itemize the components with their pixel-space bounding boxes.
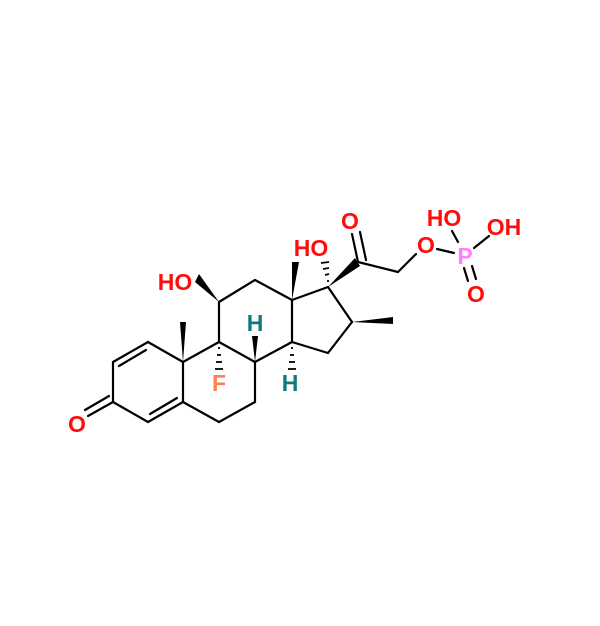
bond — [290, 340, 330, 355]
bond — [253, 340, 294, 364]
hash-bond — [320, 261, 330, 282]
stereo-bonds — [180, 258, 393, 370]
bonds — [83, 229, 491, 424]
bond — [217, 340, 257, 364]
phosphorus-label: P — [457, 243, 472, 269]
bond — [148, 396, 179, 416]
bond — [217, 400, 257, 424]
bond — [350, 232, 360, 264]
wedge-bond — [292, 262, 299, 300]
wedge-bond — [195, 274, 219, 302]
hydrogen-label: H — [247, 310, 264, 336]
bond — [396, 252, 418, 274]
bond — [253, 278, 294, 302]
bond — [86, 400, 115, 418]
bond — [470, 264, 478, 281]
bond — [435, 247, 456, 255]
bond — [181, 340, 221, 364]
hydroxyl-label: HO — [427, 205, 462, 231]
oxygen-label: O — [68, 411, 86, 437]
bond — [462, 266, 470, 283]
bond — [111, 400, 150, 424]
bond — [450, 229, 460, 244]
atom-labels: O HO F H H HO O O P HO OH O — [68, 205, 521, 437]
bond — [117, 348, 148, 368]
wedge-bond — [352, 317, 393, 324]
wedge-bond — [180, 322, 186, 362]
bond — [326, 285, 354, 324]
bond — [146, 400, 185, 424]
bond — [83, 394, 111, 412]
hash-bond — [215, 347, 223, 370]
hydroxyl-label: OH — [487, 214, 522, 240]
hash-bond — [288, 347, 296, 370]
bond — [181, 400, 221, 424]
hydroxyl-label: HO — [294, 235, 329, 261]
bond — [111, 340, 150, 364]
bond — [358, 230, 368, 262]
oxygen-label: O — [467, 281, 485, 307]
bond — [472, 234, 491, 250]
oxygen-label: O — [341, 208, 359, 234]
bond — [326, 320, 354, 355]
hydrogen-label: H — [282, 370, 299, 396]
bond — [290, 285, 330, 302]
wedge-bond — [252, 336, 258, 362]
hydroxyl-label: HO — [158, 269, 193, 295]
oxygen-label: O — [417, 232, 435, 258]
wedge-bond — [328, 258, 360, 287]
bond — [217, 278, 257, 304]
bond — [356, 260, 400, 274]
fluorine-label: F — [212, 370, 226, 396]
bond — [146, 340, 185, 364]
